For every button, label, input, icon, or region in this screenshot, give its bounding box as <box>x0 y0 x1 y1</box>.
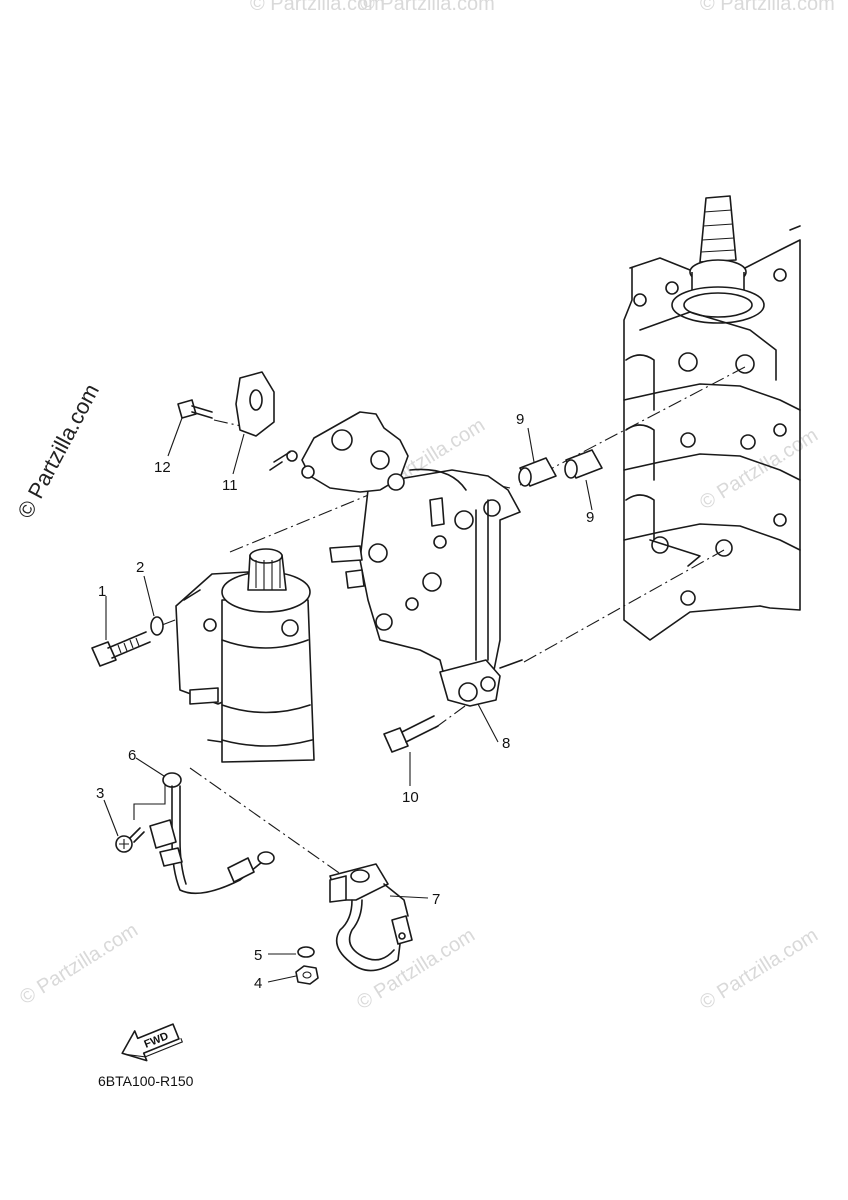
callout-labels: 1 2 3 4 5 6 7 8 9 9 10 11 12 <box>96 411 594 992</box>
diagram-code: 6BTA100-R150 <box>98 1073 194 1089</box>
callout-10: 10 <box>402 789 419 806</box>
washer-5 <box>297 946 315 958</box>
callout-9-lower: 9 <box>586 509 594 526</box>
bolt-12 <box>177 399 213 419</box>
alignment-lines <box>161 366 746 883</box>
callout-8: 8 <box>502 735 510 752</box>
callout-4: 4 <box>254 975 262 992</box>
callout-3: 3 <box>96 785 104 802</box>
watermark-top-right: © Partzilla.com <box>700 0 835 15</box>
starter-bracket <box>269 411 523 707</box>
starter-motor <box>175 548 315 763</box>
washer-2 <box>150 616 164 636</box>
watermark-bottom-center: © Partzilla.com <box>353 924 479 1014</box>
callout-2: 2 <box>136 559 144 576</box>
callout-5: 5 <box>254 947 262 964</box>
bolt-1 <box>91 631 151 667</box>
watermark-right: © Partzilla.com <box>696 424 822 514</box>
screw-3-leader <box>133 784 166 820</box>
collars <box>518 449 603 487</box>
callout-7: 7 <box>432 891 440 908</box>
callout-1: 1 <box>98 583 106 600</box>
bolt-10 <box>383 715 439 753</box>
callout-9-upper: 9 <box>516 411 524 428</box>
nut-4 <box>295 965 319 985</box>
lead-wire-6 <box>149 772 275 895</box>
watermark-bottom-left: © Partzilla.com <box>16 919 142 1009</box>
callout-6: 6 <box>128 747 136 764</box>
leader-lines <box>103 417 593 983</box>
callout-11: 11 <box>222 477 238 494</box>
fwd-direction-arrow: FWD <box>121 1023 184 1062</box>
watermark-top-mid: © Partzilla.com <box>360 0 495 15</box>
watermark-top-left: © Partzilla.com <box>250 0 385 15</box>
screw-3 <box>115 827 145 853</box>
watermark-main: © Partzilla.com <box>12 380 104 523</box>
callout-12: 12 <box>154 459 171 476</box>
engine-block <box>623 195 801 641</box>
plate-11 <box>235 371 275 437</box>
lead-wire-7 <box>329 863 413 972</box>
watermark-bottom-right: © Partzilla.com <box>696 924 822 1014</box>
